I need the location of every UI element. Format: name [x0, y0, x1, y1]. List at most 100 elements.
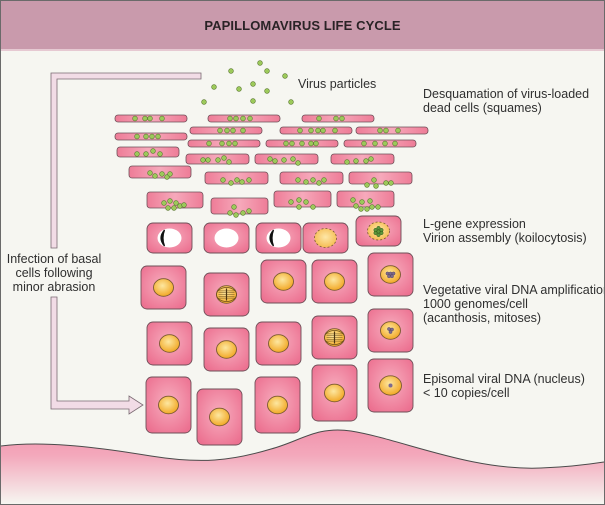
squame-body — [348, 171, 413, 185]
virus-particle — [353, 203, 359, 209]
virus-particle — [167, 171, 173, 177]
virus-particle — [344, 159, 350, 165]
squame-cell — [185, 153, 250, 165]
virus-particle — [217, 127, 223, 134]
virus-particle — [316, 180, 322, 186]
label-desquamation-1: Desquamation of virus-loaded — [423, 87, 589, 101]
nucleus — [273, 272, 294, 291]
virus-particle — [373, 183, 379, 189]
virus-particle — [171, 205, 177, 211]
nucleus — [216, 340, 237, 359]
virus-particle — [147, 115, 153, 122]
virus-particle — [383, 180, 389, 186]
virus-particle — [234, 177, 240, 183]
cell-normal — [203, 327, 250, 372]
dermis-layer — [1, 430, 604, 504]
cell-mitosis — [203, 272, 250, 317]
virus-particle — [211, 84, 217, 90]
virus-particle — [267, 156, 273, 162]
squame-cell — [279, 126, 353, 135]
virus-particle — [364, 206, 370, 212]
squame-cell — [355, 126, 429, 135]
virus-particle — [167, 198, 173, 204]
virus-particle — [333, 115, 339, 122]
nucleus — [153, 278, 174, 297]
cell-normal — [260, 259, 307, 304]
virus-particle — [159, 171, 165, 177]
virus-particle — [150, 148, 156, 154]
cell-virion-assembly — [355, 215, 402, 247]
virus-particle — [375, 204, 381, 210]
nucleus — [314, 228, 337, 248]
virion — [379, 231, 384, 235]
virus-particle — [369, 204, 375, 210]
virion — [376, 229, 381, 234]
squame-body — [355, 126, 429, 135]
virus-particle — [149, 133, 155, 140]
nucleus — [209, 407, 230, 427]
squame-cell — [146, 191, 204, 211]
virus-particle — [350, 197, 356, 203]
virus-particle — [308, 127, 314, 134]
virus-particle — [224, 127, 230, 134]
virus-particle — [240, 115, 246, 122]
virion — [376, 226, 381, 230]
virus-particle — [368, 156, 374, 162]
diagram-title: PAPILLOMAVIRUS LIFE CYCLE — [204, 17, 401, 33]
squame-cell — [189, 126, 263, 135]
virus-particle — [296, 197, 302, 203]
virus-particle — [201, 99, 207, 105]
virus-particle — [231, 204, 237, 210]
virus-particle — [240, 127, 246, 134]
virus-particle — [382, 140, 388, 147]
virus-particle — [161, 200, 167, 206]
virus-particle — [310, 204, 316, 210]
infection-arrow — [50, 72, 202, 415]
squame-cell — [330, 153, 395, 165]
virus-particle — [221, 155, 227, 161]
cell-normal — [254, 376, 301, 434]
virus-particle — [395, 127, 401, 134]
label-episomal-1: Episomal viral DNA (nucleus) — [423, 372, 585, 386]
virus-particle — [290, 156, 296, 162]
virus-particle — [215, 157, 221, 163]
squame-body — [330, 153, 395, 165]
virus-particle — [316, 115, 322, 122]
cell-normal — [146, 321, 193, 366]
cell-koilocyte-crescent — [146, 222, 193, 254]
virus-particle — [240, 210, 246, 216]
virus-particle — [257, 60, 263, 66]
cell-normal — [145, 376, 192, 434]
virus-particle — [173, 200, 179, 206]
virus-particle — [297, 127, 303, 134]
cell-normal — [255, 321, 302, 366]
label-infection-3: minor abrasion — [13, 280, 96, 294]
virus-particle — [250, 81, 256, 87]
virus-particle — [361, 140, 367, 147]
virus-particle — [281, 157, 287, 163]
nucleus — [158, 395, 179, 415]
cell-basal-dot — [367, 358, 414, 413]
virus-particle — [303, 199, 309, 205]
squame-cell — [187, 139, 261, 148]
virus-particle — [227, 210, 233, 216]
virus-particles — [201, 60, 294, 105]
cell-normal — [311, 364, 358, 422]
cell-layers — [140, 215, 414, 446]
virus-particle — [232, 140, 238, 147]
label-desquamation-2: dead cells (squames) — [423, 101, 542, 115]
virus-particle — [142, 115, 148, 122]
virus-particle — [353, 158, 359, 164]
virus-particle — [226, 159, 232, 165]
squame-body — [128, 165, 192, 179]
spindle — [324, 330, 345, 345]
cell-normal — [196, 388, 243, 446]
squame-cell — [343, 139, 417, 148]
virus-particle — [157, 151, 163, 157]
virus-particle — [289, 140, 295, 147]
virus-particle — [364, 182, 370, 188]
virus-particle — [233, 212, 239, 218]
squame-cell — [114, 114, 188, 123]
